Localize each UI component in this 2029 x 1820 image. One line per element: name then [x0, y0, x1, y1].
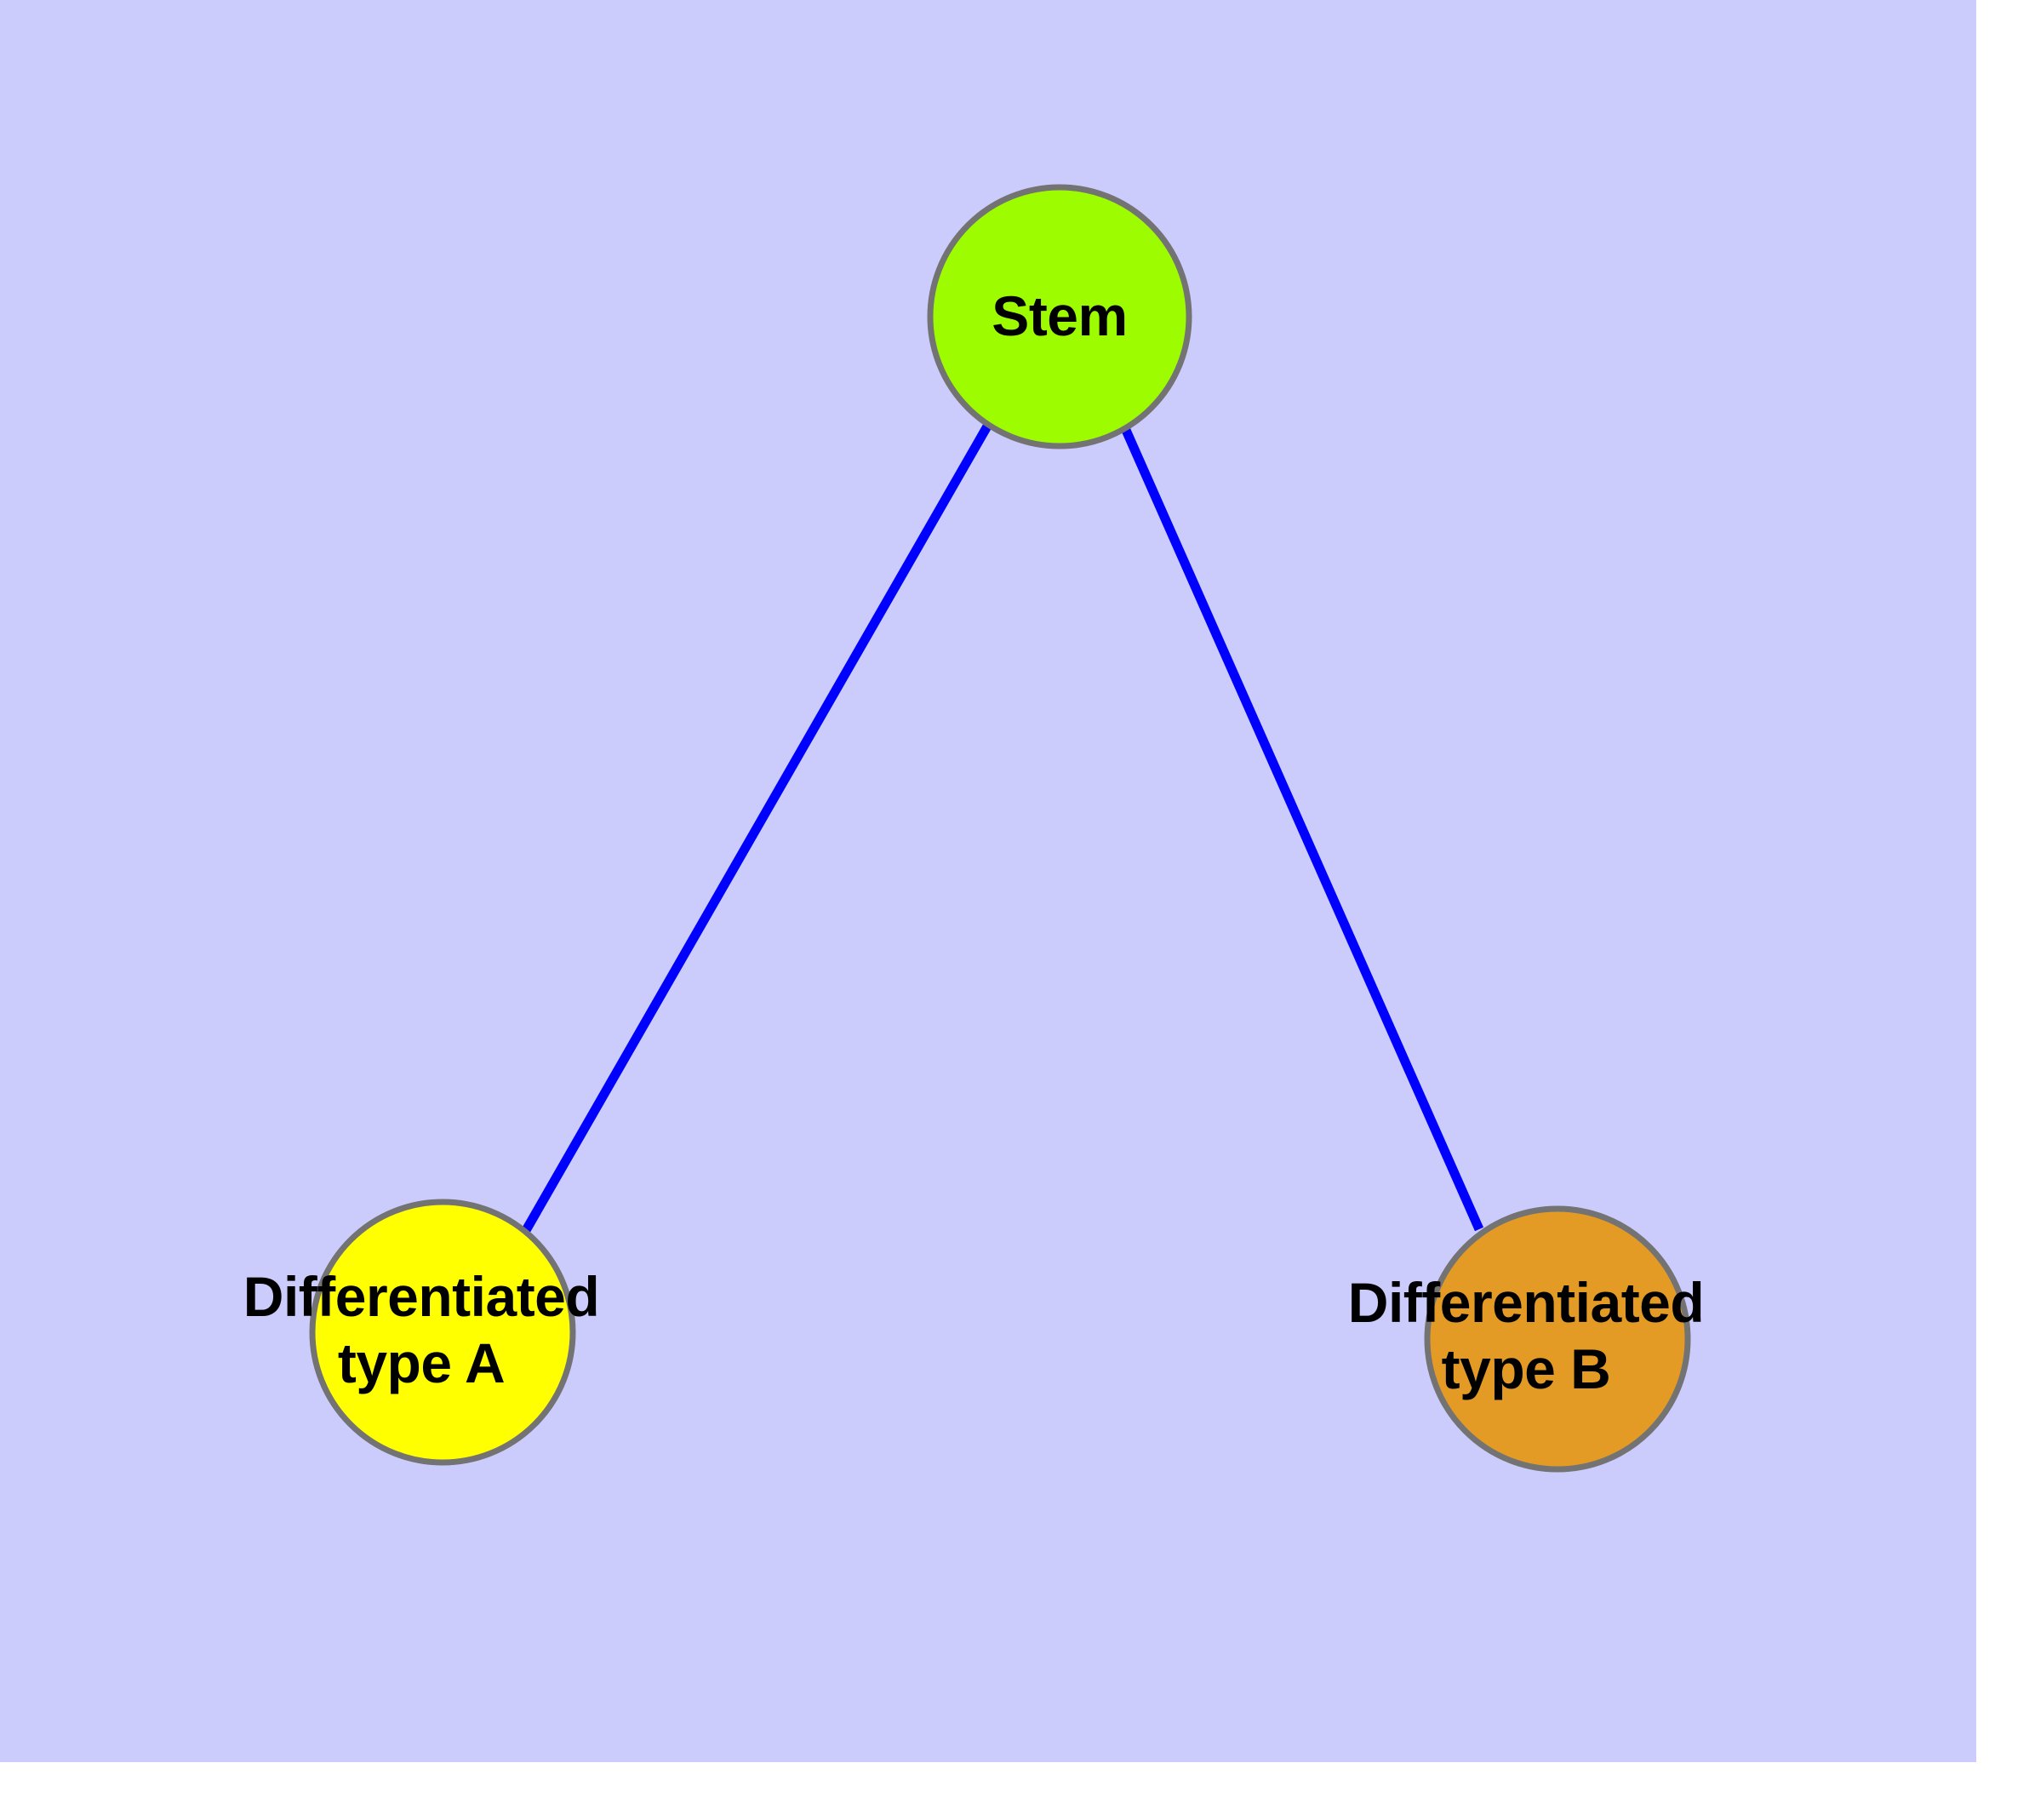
node-circle-diff-a[interactable] [309, 1199, 576, 1466]
node-circle-stem[interactable] [927, 184, 1192, 449]
node-circle-diff-b[interactable] [1424, 1205, 1691, 1473]
edge-layer [521, 422, 1484, 1234]
edge-stem-to-b[interactable] [1120, 426, 1484, 1232]
edge-stem-to-a[interactable] [521, 422, 992, 1234]
node-layer [309, 184, 1691, 1473]
